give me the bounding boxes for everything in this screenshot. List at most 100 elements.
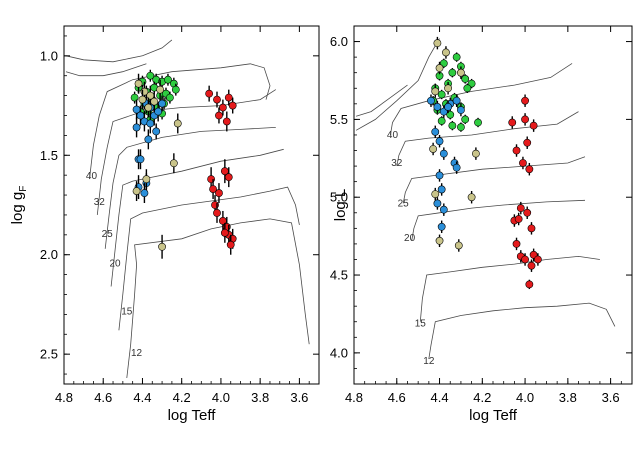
y-tick-label: 4.5 xyxy=(330,268,348,283)
data-point xyxy=(134,79,143,88)
data-point xyxy=(218,103,227,112)
data-point xyxy=(228,101,237,110)
data-point xyxy=(534,255,542,264)
x-tick-label: 4.2 xyxy=(173,390,191,405)
data-point xyxy=(514,215,523,223)
data-point xyxy=(439,149,448,158)
data-point xyxy=(452,96,461,105)
data-point xyxy=(521,96,529,105)
data-point xyxy=(433,39,442,48)
x-tick-label: 4.4 xyxy=(430,390,448,405)
track-mass-label: 32 xyxy=(94,197,106,208)
data-point xyxy=(452,163,461,172)
data-point xyxy=(138,95,147,104)
evolution-track xyxy=(396,111,579,167)
data-point xyxy=(437,185,446,194)
x-tick-label: 4.0 xyxy=(212,390,230,405)
data-point xyxy=(525,280,534,289)
data-point xyxy=(461,75,470,83)
data-point xyxy=(144,135,153,144)
evolution-track xyxy=(390,63,573,136)
track-mass-label: 25 xyxy=(398,199,410,210)
data-point xyxy=(220,228,229,237)
data-point xyxy=(433,199,442,208)
x-tick-label: 3.8 xyxy=(251,390,269,405)
y-axis-label-subscript: F xyxy=(18,186,29,192)
y-tick-label: 5.5 xyxy=(330,112,348,127)
data-point xyxy=(448,121,457,130)
evolution-track xyxy=(118,186,300,331)
x-tick-label: 4.8 xyxy=(345,390,363,405)
data-point xyxy=(130,93,139,102)
evolution-track xyxy=(96,89,277,215)
data-point xyxy=(437,222,446,231)
data-point xyxy=(521,255,529,264)
data-point xyxy=(508,118,517,127)
data-point xyxy=(226,240,235,249)
data-point xyxy=(152,127,161,136)
data-point xyxy=(166,93,174,102)
data-point xyxy=(444,103,452,111)
evolution-track xyxy=(402,156,586,204)
x-tick-label: 4.6 xyxy=(94,390,112,405)
track-mass-label: 15 xyxy=(121,306,133,317)
data-point xyxy=(215,189,223,197)
data-point xyxy=(512,240,521,248)
track-mass-label: 20 xyxy=(404,233,416,244)
data-point xyxy=(439,205,448,214)
data-point xyxy=(427,96,435,105)
data-point xyxy=(467,193,476,202)
data-point xyxy=(142,175,151,184)
x-axis-label: log Teff xyxy=(469,407,518,424)
y-axis-label-main: log g xyxy=(9,192,26,225)
data-point xyxy=(144,103,153,112)
y-tick-label: 1.0 xyxy=(40,48,58,63)
y-tick-label: 2.5 xyxy=(40,347,58,362)
data-point xyxy=(222,117,231,126)
track-mass-label: 40 xyxy=(387,130,399,141)
data-point xyxy=(435,171,444,180)
evolution-track xyxy=(355,38,440,131)
x-tick-label: 3.8 xyxy=(559,390,577,405)
data-point xyxy=(164,75,172,84)
data-point xyxy=(512,146,521,155)
data-point xyxy=(452,53,461,62)
data-point xyxy=(173,119,182,128)
data-point xyxy=(523,138,532,147)
track-mass-label: 12 xyxy=(423,356,435,367)
y-tick-label: 6.0 xyxy=(330,34,348,49)
x-axis-label: log Teff xyxy=(168,407,217,424)
data-point xyxy=(132,187,141,195)
data-point xyxy=(471,149,480,158)
y-tick-label: 1.5 xyxy=(40,148,58,163)
evolution-track xyxy=(355,84,408,117)
data-point xyxy=(213,95,221,104)
data-point xyxy=(437,90,446,99)
data-point xyxy=(169,159,178,168)
data-point xyxy=(516,204,525,213)
data-point xyxy=(205,89,214,98)
data-point xyxy=(442,48,450,57)
data-point xyxy=(435,64,444,72)
track-mass-label: 25 xyxy=(102,229,114,240)
x-tick-label: 4.2 xyxy=(473,390,491,405)
data-point xyxy=(146,71,155,80)
x-tick-label: 4.6 xyxy=(388,390,406,405)
data-point xyxy=(519,159,527,167)
track-mass-label: 40 xyxy=(86,171,98,182)
data-point xyxy=(461,115,470,124)
data-point xyxy=(136,155,145,164)
data-point xyxy=(457,123,465,132)
evolution-track xyxy=(104,127,276,249)
data-point xyxy=(525,165,534,174)
data-point xyxy=(435,236,444,245)
data-point xyxy=(523,208,532,217)
data-point xyxy=(158,99,166,108)
data-point xyxy=(437,117,446,125)
evolution-track xyxy=(126,218,310,379)
data-point xyxy=(433,103,442,111)
evolution-track xyxy=(110,148,284,287)
